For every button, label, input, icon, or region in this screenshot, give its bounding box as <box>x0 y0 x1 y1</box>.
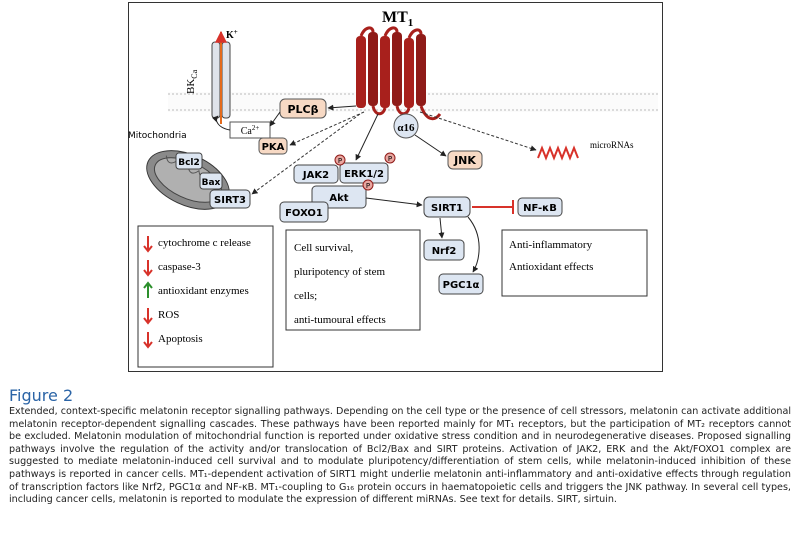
nfkb-node <box>517 197 563 217</box>
survival-line: pluripotency of stem <box>294 266 385 278</box>
jak2-label: JAK2 <box>302 170 329 181</box>
survival-line: Cell survival, <box>294 242 354 254</box>
signalling-figure: MT1 BKCa K+ PLCβ Ca2+ α16 PKA JNK microR… <box>128 2 663 372</box>
bax-node <box>199 172 223 190</box>
bkca-channel <box>211 30 231 124</box>
phospho-akt: P <box>366 182 370 190</box>
mito-effect-item: ROS <box>158 309 179 321</box>
inflammation-line: Antioxidant effects <box>509 261 593 273</box>
nfkb-label: NF-κB <box>523 203 557 214</box>
bcl2-label: Bcl2 <box>178 158 200 168</box>
mt1-label: MT1 <box>382 9 413 29</box>
pka-label: PKA <box>262 142 285 153</box>
survival-line: anti-tumoural effects <box>294 314 386 326</box>
phospho-badges <box>334 152 396 191</box>
phospho-erk: P <box>388 155 392 163</box>
mito-effect-item: Apoptosis <box>158 333 203 345</box>
inflammation-box <box>501 229 648 297</box>
inflammation-line: Anti-inflammatory <box>509 239 593 251</box>
mito-effects-box <box>137 225 274 368</box>
caption-text: Extended, context-specific melatonin rec… <box>9 406 791 506</box>
survival-text: Cell survival, pluripotency of stem cells;… <box>294 242 386 326</box>
bkca-label: BKCa <box>185 69 199 94</box>
survival-box <box>285 229 421 331</box>
nrf2-label: Nrf2 <box>432 246 457 257</box>
mito-effect-item: caspase-3 <box>158 261 201 273</box>
foxo1-label: FOXO1 <box>285 208 323 219</box>
arrow-down-icon <box>143 308 153 325</box>
arrow-down-icon <box>143 236 153 253</box>
pgc1a-node <box>438 273 484 295</box>
arrow-up-icon <box>143 281 153 298</box>
figure-caption: Extended, context-specific melatonin rec… <box>9 406 791 507</box>
survival-line: cells; <box>294 290 317 302</box>
foxo1-node <box>279 201 329 223</box>
bcl2-node <box>175 152 203 170</box>
plcb-label: PLCβ <box>287 103 318 116</box>
alpha16-node <box>393 113 419 139</box>
microrna-squiggle <box>537 145 579 161</box>
sirt3-node <box>209 189 251 209</box>
arrow-down-icon <box>143 260 153 277</box>
nrf2-node <box>423 239 465 261</box>
mitochondria-label: Mitochondria <box>128 131 187 141</box>
pgc1a-label: PGC1α <box>443 280 480 291</box>
erk-label: ERK1/2 <box>344 169 384 180</box>
jak2-node <box>293 164 339 184</box>
akt-label: Akt <box>329 193 348 204</box>
pka-node <box>258 137 288 155</box>
mt1-receptor <box>356 26 442 121</box>
sirt1-label: SIRT1 <box>431 203 463 214</box>
plcb-node <box>279 98 327 119</box>
jnk-label: JNK <box>453 154 476 167</box>
calcium-label: Ca2+ <box>241 124 260 137</box>
mito-effects-list: cytochrome c release caspase-3 antioxidant… <box>143 236 251 349</box>
mitochondrion <box>146 150 230 210</box>
phospho-jak2: P <box>338 157 342 165</box>
figure-label: Figure 2 <box>9 386 74 405</box>
sirt3-label: SIRT3 <box>214 195 246 206</box>
micrornas-label: microRNAs <box>590 140 634 150</box>
sirt1-node <box>423 196 471 218</box>
jnk-node <box>447 150 483 170</box>
bax-label: Bax <box>202 178 221 188</box>
alpha16-label: α16 <box>397 122 415 134</box>
k-ion-label: K+ <box>226 28 238 41</box>
mito-effect-item: antioxidant enzymes <box>158 285 249 297</box>
arrow-down-icon <box>143 332 153 349</box>
mito-effect-item: cytochrome c release <box>158 237 251 249</box>
